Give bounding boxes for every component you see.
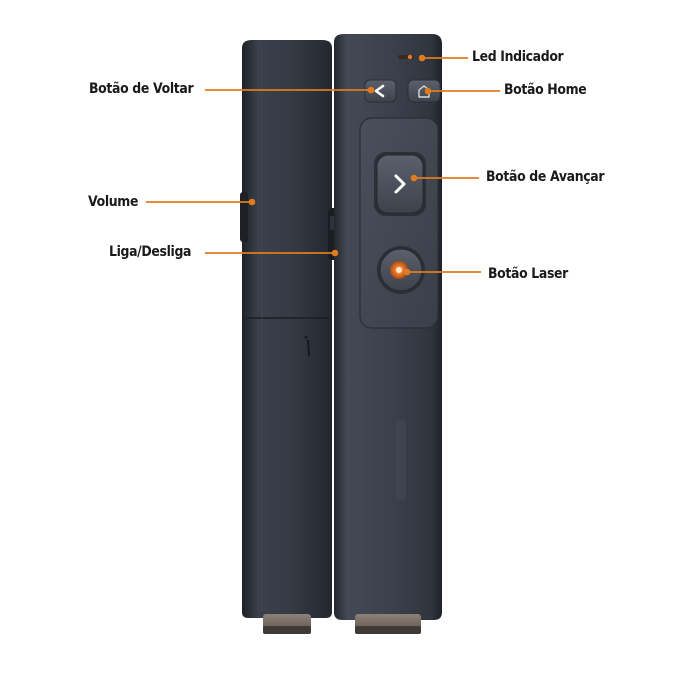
laser-button[interactable]: [377, 246, 425, 294]
pointer-body-left: [240, 40, 338, 634]
leader-lines: [146, 54, 500, 276]
label-laser-button: Botão Laser: [488, 266, 568, 282]
back-button[interactable]: [364, 79, 397, 103]
forward-button[interactable]: [374, 152, 426, 216]
label-power-switch: Liga/Desliga: [109, 244, 192, 260]
label-forward-button: Botão de Avançar: [486, 169, 605, 185]
volume-button[interactable]: [240, 192, 248, 242]
home-icon: [418, 85, 430, 98]
chevron-left-icon: [374, 84, 385, 98]
label-volume: Volume: [88, 194, 139, 210]
label-home-button: Botão Home: [504, 82, 587, 98]
label-back-button: Botão de Voltar: [89, 81, 194, 97]
control-panel: [359, 117, 439, 329]
chevron-right-icon: [394, 174, 406, 194]
led-indicator: [398, 54, 414, 60]
label-led-indicator: Led Indicador: [472, 49, 564, 65]
